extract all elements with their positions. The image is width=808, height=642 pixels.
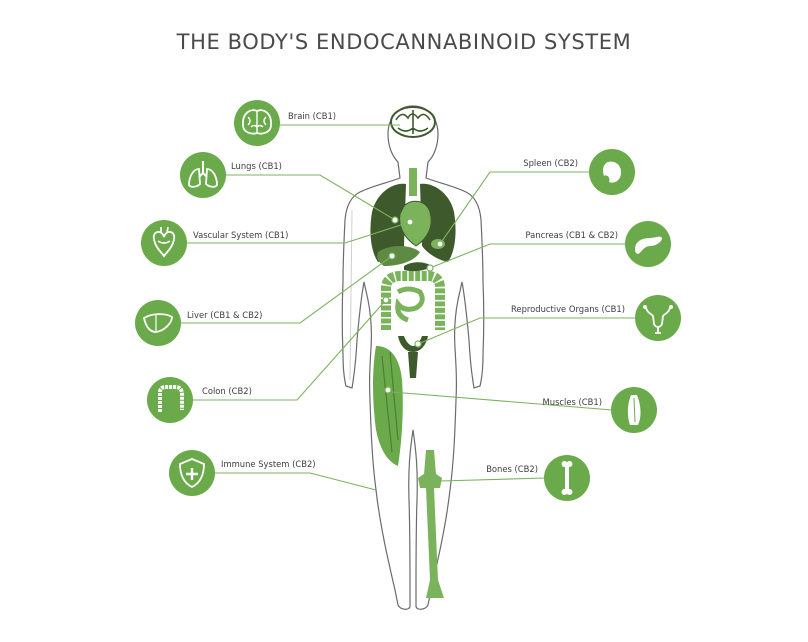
label-brain: Brain (CB1) [288, 111, 336, 121]
figure-kneecap [424, 474, 438, 488]
label-reproductive: Reproductive Organs (CB1) [511, 304, 625, 314]
shield-icon [169, 450, 215, 496]
figure-brain-folds [395, 110, 431, 134]
figure-muscles [373, 346, 403, 466]
label-spleen: Spleen (CB2) [523, 158, 578, 168]
leader-immune [214, 472, 377, 491]
label-liver: Liver (CB1 & CB2) [187, 310, 262, 320]
dot-vascular [406, 218, 414, 226]
figure-muscle-lines [381, 351, 399, 453]
label-muscles: Muscles (CB1) [543, 397, 602, 407]
uterus-icon [635, 295, 681, 341]
dot-muscles [384, 386, 392, 394]
dot-reproductive [414, 340, 422, 348]
figure-bones [418, 450, 444, 598]
labels: Brain (CB1) Lungs (CB1) Vascular System … [187, 111, 625, 474]
label-vascular: Vascular System (CB1) [193, 230, 288, 240]
lungs-icon [180, 152, 226, 198]
label-colon: Colon (CB2) [202, 386, 252, 396]
figure-arm-left [349, 209, 353, 381]
figure-colon [381, 271, 445, 330]
bone-icon [544, 455, 590, 501]
colon-icon [147, 377, 193, 423]
dot-colon [382, 296, 390, 304]
dot-spleen [436, 240, 444, 248]
leader-spleen [439, 171, 596, 245]
liver-icon [135, 300, 181, 346]
page-title: THE BODY'S ENDOCANNABINOID SYSTEM [176, 30, 632, 54]
leader-colon [192, 299, 387, 401]
connection-dots [382, 216, 444, 394]
heart-icon [141, 220, 187, 266]
figure-intestine [395, 286, 425, 323]
figure-heart [399, 200, 432, 247]
leader-bones [439, 477, 546, 482]
figure-lung-right [420, 183, 456, 262]
pancreas-icon [625, 221, 671, 267]
leader-liver [180, 255, 393, 324]
leader-vascular [186, 221, 411, 244]
leader-muscles [391, 391, 613, 411]
leader-lungs [222, 174, 396, 221]
label-pancreas: Pancreas (CB1 & CB2) [525, 230, 618, 240]
dot-liver [388, 252, 396, 260]
figure-lung-left [370, 183, 406, 262]
brain-icon [234, 100, 280, 146]
dot-lungs [391, 216, 399, 224]
label-immune: Immune System (CB2) [221, 459, 316, 469]
figure-trachea [409, 168, 417, 196]
spleen-icon [589, 149, 635, 195]
dot-pancreas [426, 264, 434, 272]
leader-pancreas [429, 243, 628, 269]
leader-reproductive [417, 317, 636, 345]
label-bones: Bones (CB2) [486, 464, 538, 474]
icon-circles [135, 100, 681, 501]
figure-pancreas [404, 262, 432, 272]
leader-lines [180, 124, 636, 491]
muscle-icon [611, 387, 657, 433]
body-figure [341, 105, 485, 610]
figure-liver [377, 246, 420, 266]
label-lungs: Lungs (CB1) [231, 161, 282, 171]
